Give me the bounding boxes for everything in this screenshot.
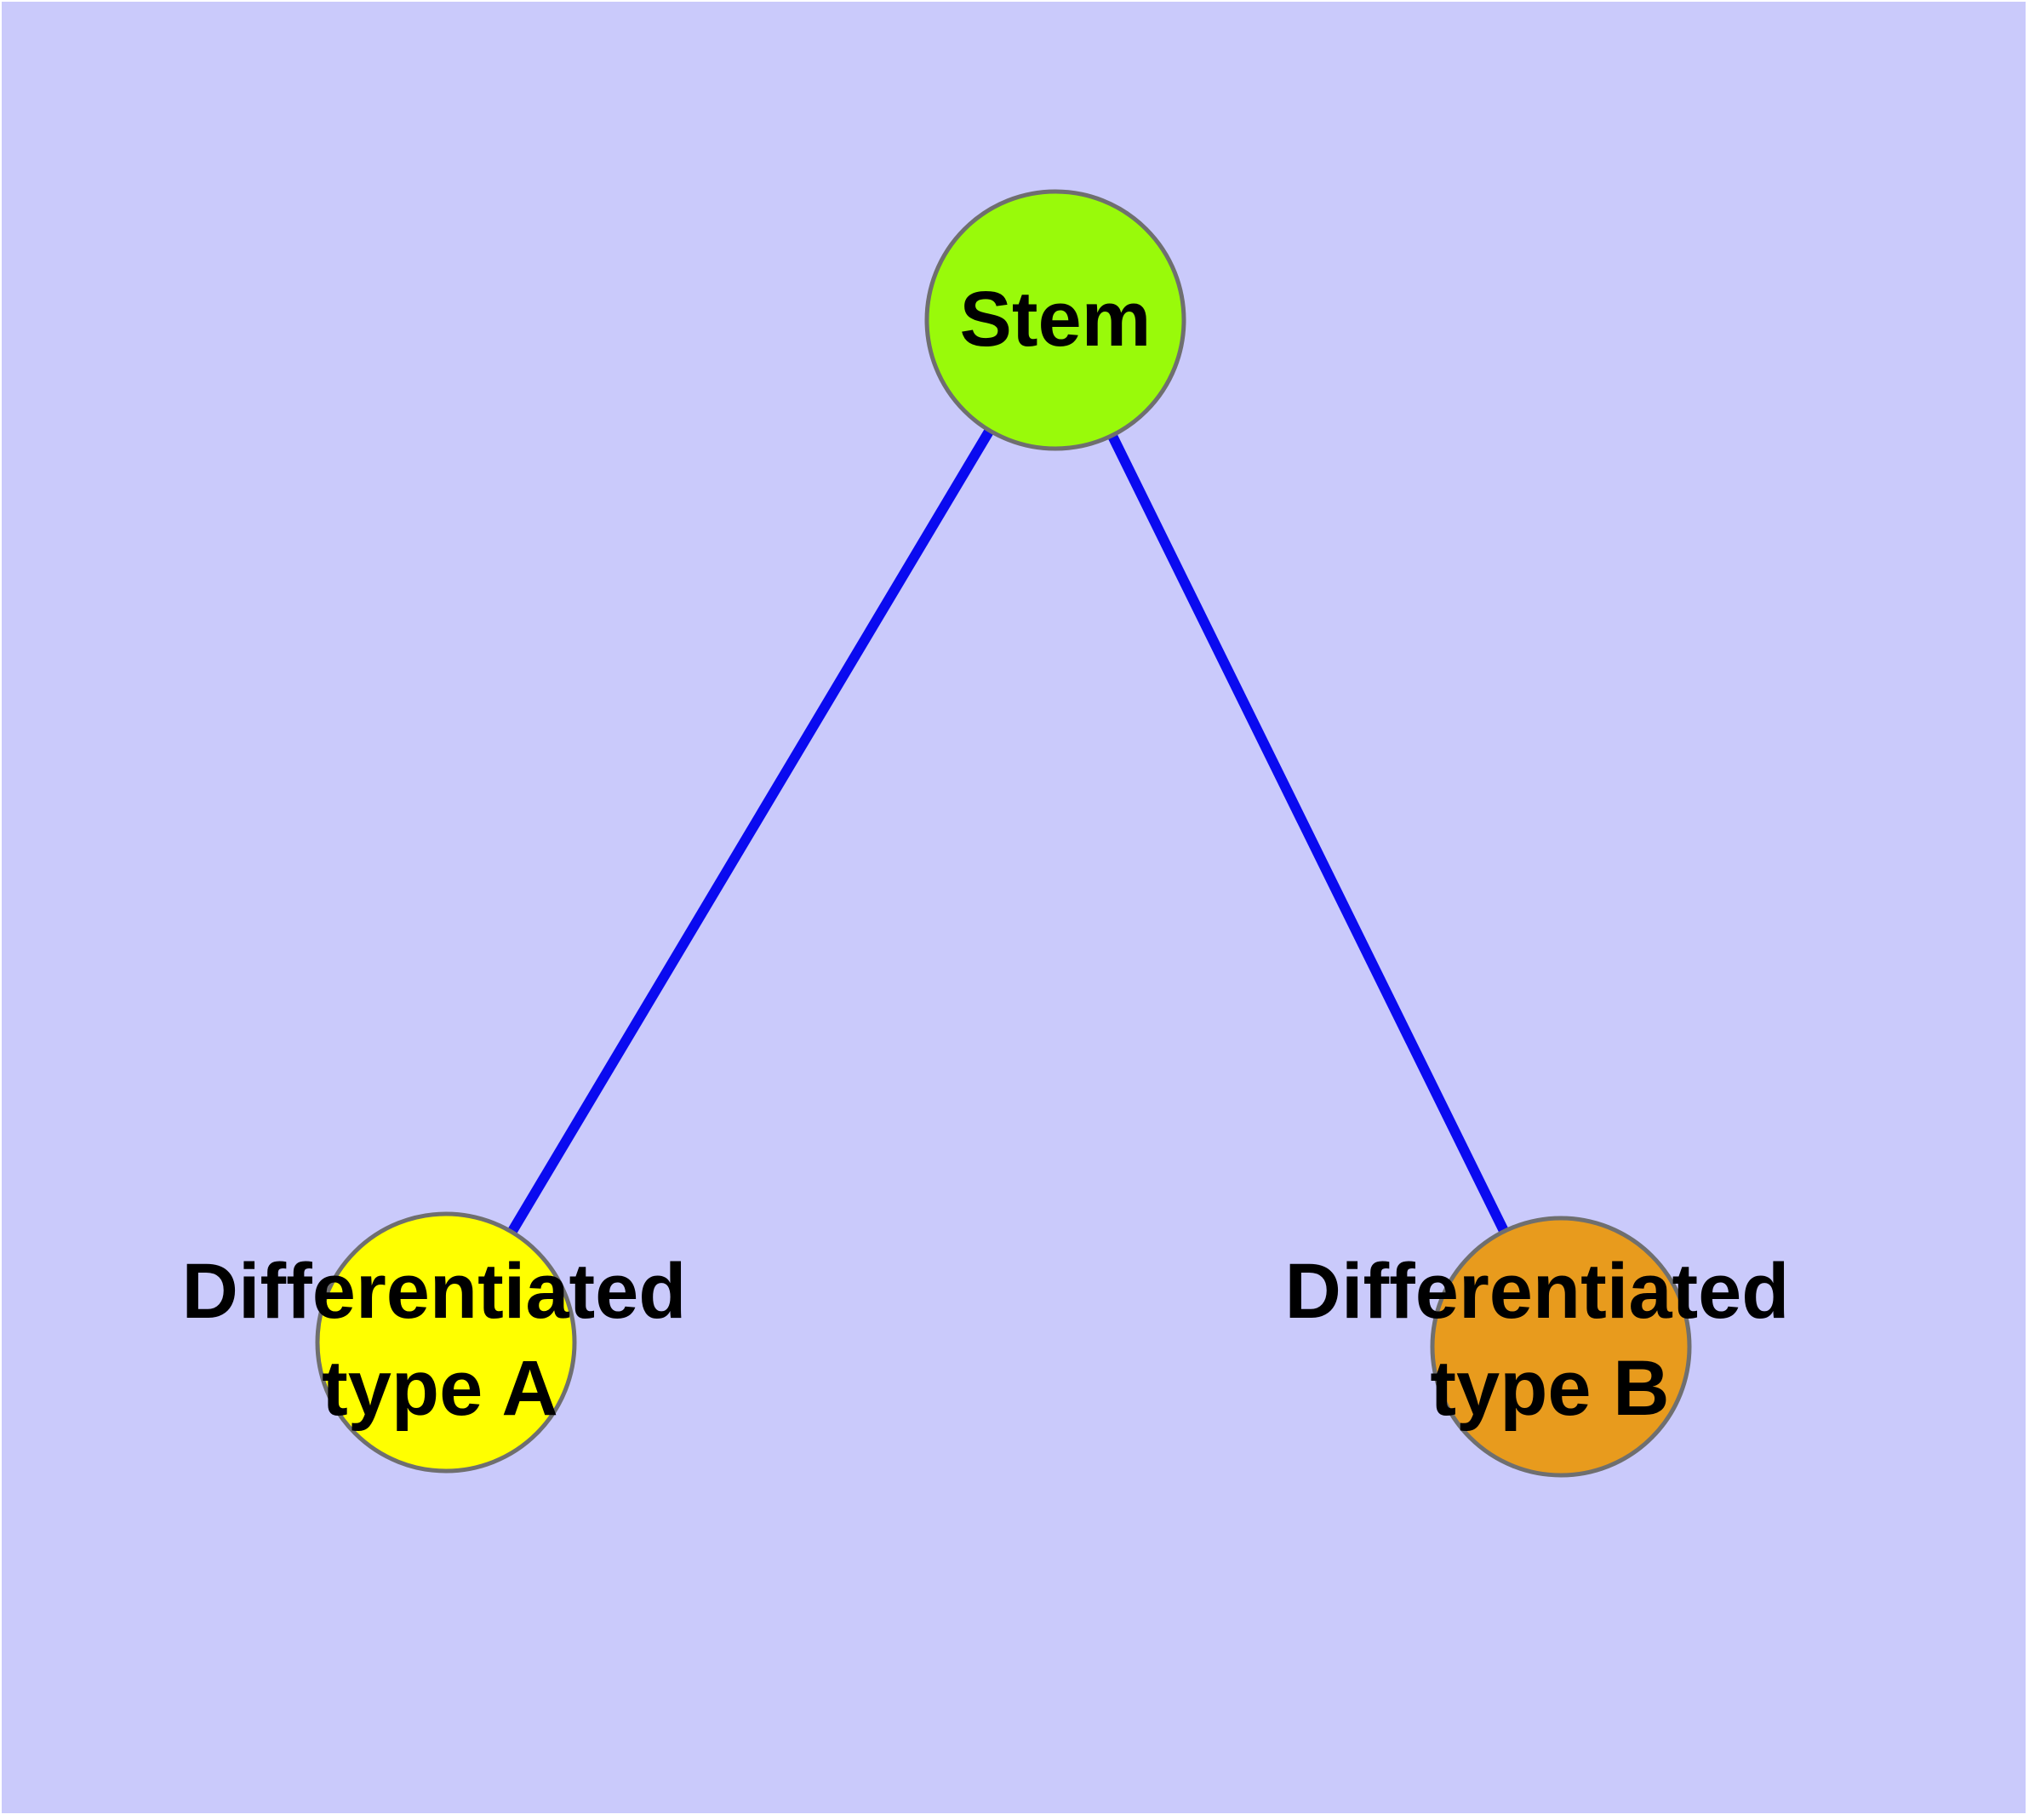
type-a-node-label-line2: type A xyxy=(322,1345,558,1432)
type-b-node-label-line1: Differentiated xyxy=(1285,1248,1790,1335)
stem-node xyxy=(924,189,1186,451)
type-a-node-label-line1: Differentiated xyxy=(182,1248,687,1335)
edge-stem-to-type-a xyxy=(441,317,1060,1346)
type-a-node xyxy=(315,1211,577,1474)
type-b-node xyxy=(1430,1216,1692,1478)
edge-stem-to-type-b xyxy=(1050,318,1566,1349)
type-b-node-label-line2: type B xyxy=(1430,1345,1669,1432)
stem-node-label: Stem xyxy=(960,276,1152,363)
